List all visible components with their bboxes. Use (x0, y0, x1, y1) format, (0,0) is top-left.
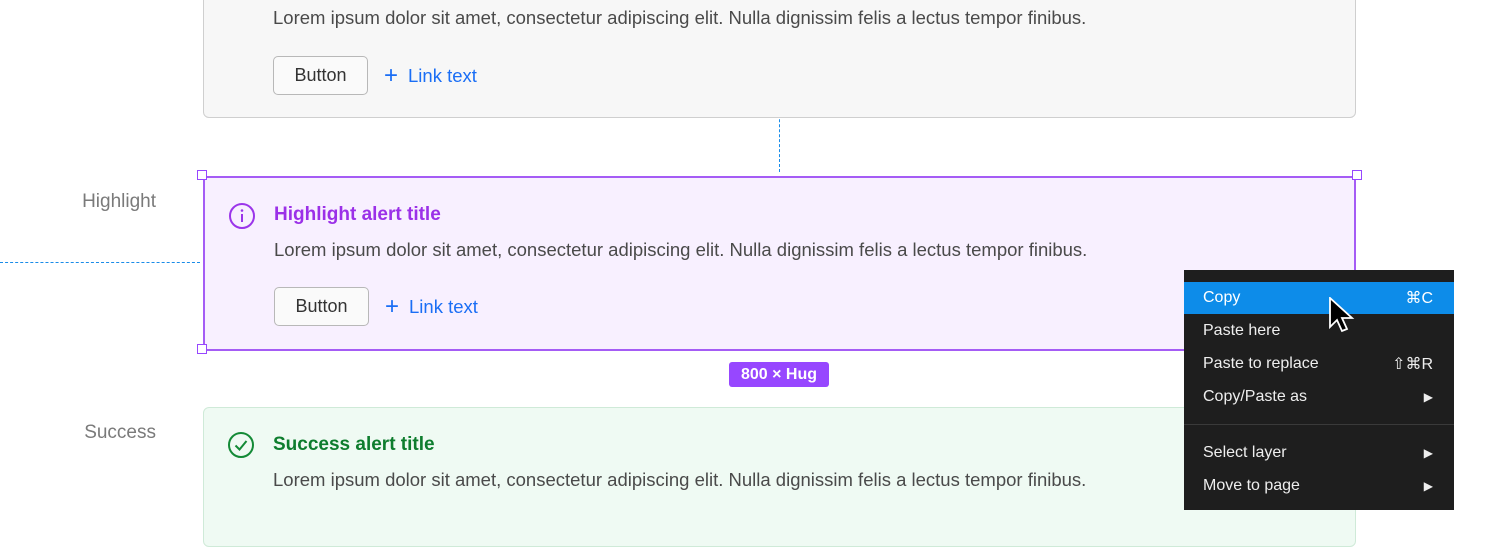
highlight-label: Highlight (82, 191, 156, 212)
alert-body: Lorem ipsum dolor sit amet, consectetur … (274, 239, 1088, 260)
context-menu: Copy ⌘C Paste here Paste to replace ⇧⌘R Co… (1184, 270, 1454, 510)
alert-link[interactable]: + Link text (384, 64, 477, 88)
alert-title: Success alert title (273, 434, 435, 455)
check-circle-icon (228, 432, 254, 458)
menu-item-paste-here[interactable]: Paste here (1184, 315, 1454, 347)
menu-label: Paste to replace (1203, 355, 1319, 372)
alert-button[interactable]: Button (274, 287, 369, 326)
highlight-alert[interactable]: Highlight alert title Lorem ipsum dolor … (203, 176, 1356, 351)
menu-item-select-layer[interactable]: Select layer ▶ (1184, 437, 1454, 469)
submenu-arrow-icon: ▶ (1423, 446, 1433, 460)
submenu-arrow-icon: ▶ (1423, 479, 1433, 493)
resize-handle[interactable] (197, 344, 207, 354)
link-label: Link text (409, 296, 478, 317)
resize-handle[interactable] (1352, 170, 1362, 180)
alert-body: Lorem ipsum dolor sit amet, consectetur … (273, 7, 1087, 28)
menu-label: Copy (1203, 289, 1241, 306)
menu-label: Move to page (1203, 477, 1300, 494)
alert-title: Highlight alert title (274, 204, 441, 225)
plus-icon: + (385, 293, 400, 320)
horizontal-guide (0, 262, 200, 263)
alert-link[interactable]: + Link text (385, 295, 478, 319)
info-icon (229, 203, 255, 229)
menu-item-move-to-page[interactable]: Move to page ▶ (1184, 470, 1454, 502)
menu-label: Copy/Paste as (1203, 388, 1308, 405)
size-badge: 800 × Hug (729, 362, 829, 387)
menu-item-paste-to-replace[interactable]: Paste to replace ⇧⌘R (1184, 348, 1454, 380)
menu-shortcut: ⌘C (1405, 290, 1433, 307)
menu-shortcut: ⇧⌘R (1392, 356, 1433, 373)
menu-label: Paste here (1203, 322, 1281, 339)
plus-icon: + (384, 62, 399, 89)
submenu-arrow-icon: ▶ (1423, 390, 1433, 404)
link-label: Link text (408, 65, 477, 86)
neutral-alert: Lorem ipsum dolor sit amet, consectetur … (203, 0, 1356, 118)
menu-label: Select layer (1203, 444, 1287, 461)
menu-item-copy[interactable]: Copy ⌘C (1184, 282, 1454, 314)
alert-body: Lorem ipsum dolor sit amet, consectetur … (273, 469, 1087, 490)
mouse-cursor-icon (1329, 297, 1355, 333)
resize-handle[interactable] (197, 170, 207, 180)
menu-item-copy-paste-as[interactable]: Copy/Paste as ▶ (1184, 381, 1454, 413)
success-label: Success (84, 422, 156, 443)
alert-button[interactable]: Button (273, 56, 368, 95)
menu-separator (1184, 424, 1454, 425)
